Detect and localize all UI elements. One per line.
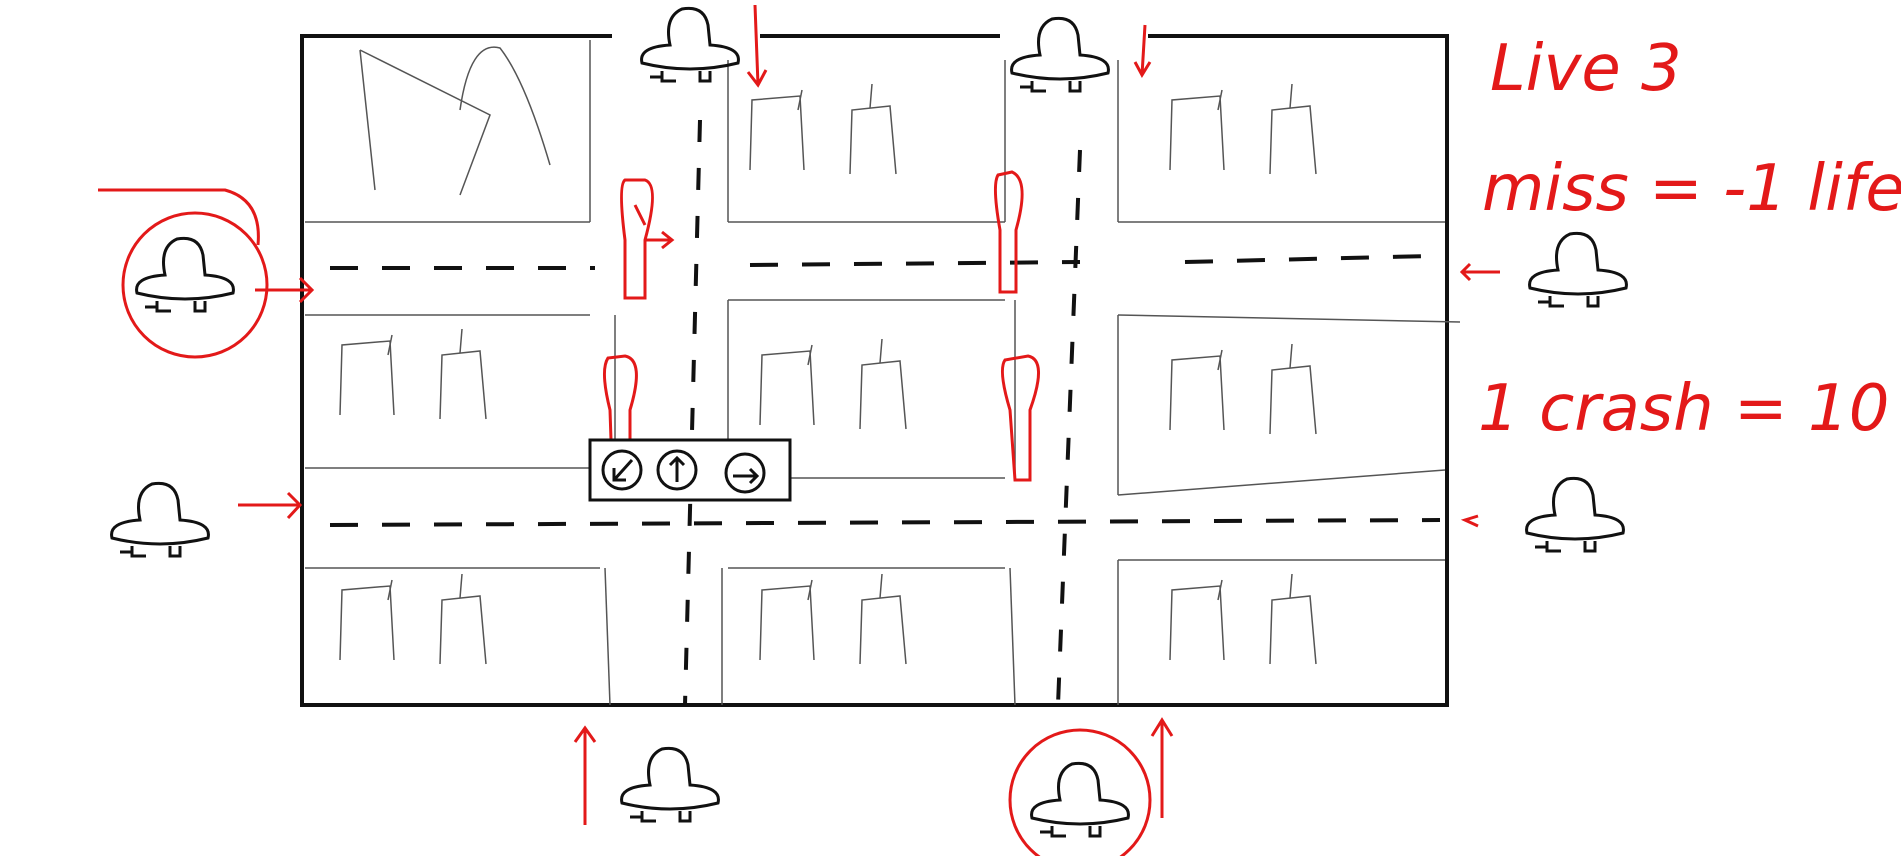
ufo-top-right[interactable] [1010,16,1152,93]
arrow-right-icon [238,491,303,520]
turn-left-button[interactable] [601,449,643,491]
traffic-light-2[interactable] [993,170,1024,294]
traffic-light-4[interactable] [1000,354,1040,482]
arrow-down-left-icon [612,458,634,482]
highlight-circle [1008,728,1152,856]
highlight-circle [121,211,269,359]
buildings [339,46,1317,665]
turn-right-button[interactable] [724,452,766,494]
ufo-bottom-left[interactable] [573,725,720,825]
ufo-right-upper[interactable] [1459,231,1628,308]
arrow-up-icon [668,455,686,482]
ufo-left-lower[interactable] [110,481,303,558]
arrow-right-icon [255,276,315,304]
building-top-left [359,46,551,196]
ufo-left-upper[interactable] [98,188,315,359]
lane-markings [329,119,1441,706]
ufos [98,4,1628,856]
crash-rule: 1 crash = 10 pts [1478,372,1901,446]
hud: Live 3 miss = -1 life 1 crash = 10 pts [1478,32,1901,446]
arrow-left-icon [1460,514,1479,528]
control-panel-frame [588,438,792,502]
miss-rule: miss = -1 life [1482,152,1901,226]
arrow-down-icon [746,4,768,88]
arrow-down-icon [1133,24,1152,79]
road-edges [305,40,1461,706]
ufo-top-left[interactable] [640,4,768,88]
arrow-up-icon [573,725,597,825]
ufo-bottom-right[interactable] [1008,717,1174,856]
lives-counter: Live 3 [1490,32,1682,106]
arrow-left-icon [1459,262,1500,282]
go-straight-button[interactable] [656,449,698,491]
arrow-right-icon [733,467,760,485]
direction-control-panel [588,438,792,502]
ufo-right-lower[interactable] [1460,476,1625,553]
arrow-up-icon [1150,717,1174,818]
traffic-light-1[interactable] [620,178,675,300]
underline-mark [98,188,260,246]
city-border [300,34,1449,707]
city-map [300,34,1461,707]
traffic-lights [603,170,1040,482]
